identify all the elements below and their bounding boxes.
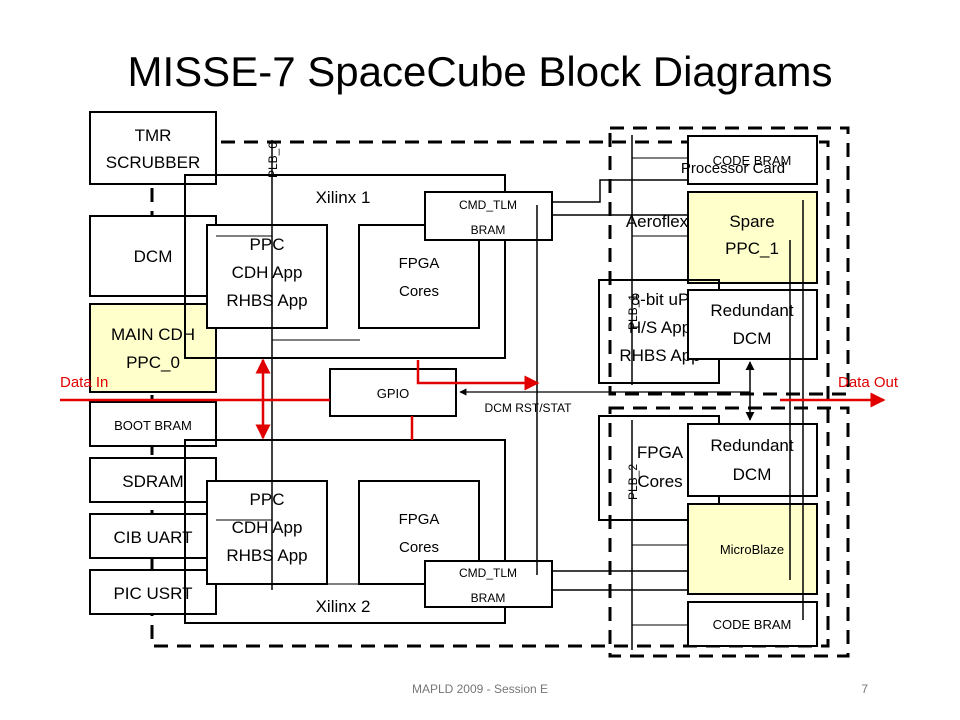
svg-text:BRAM: BRAM [471, 223, 506, 237]
cmd-tlm1-wire-a [552, 179, 690, 203]
svg-text:FPGA: FPGA [399, 255, 440, 272]
processor-card-label: Processor Card [681, 160, 785, 177]
svg-text:CIB UART: CIB UART [113, 528, 192, 547]
svg-text:MAIN CDH: MAIN CDH [111, 325, 195, 344]
svg-text:SCRUBBER: SCRUBBER [106, 153, 200, 172]
xilinx2-cmd-tlm-box: CMD_TLM BRAM [424, 560, 553, 608]
redundant-dcm-top-box: Redundant DCM [687, 289, 818, 360]
code-bram-top-box: CODE BRAM [687, 135, 818, 185]
xilinx1-cmd-tlm-box: CMD_TLM BRAM [424, 191, 553, 241]
microblaze-box: MicroBlaze [687, 503, 818, 595]
xilinx2-ppc-box: PPC CDH App RHBS App [206, 480, 328, 585]
code-bram-bottom-box: CODE BRAM [687, 601, 818, 647]
svg-text:PPC_0: PPC_0 [126, 353, 180, 372]
svg-text:Cores: Cores [399, 283, 439, 300]
processor-card-boundary-top [608, 126, 850, 396]
svg-text:Redundant: Redundant [710, 301, 793, 320]
svg-text:CMD_TLM: CMD_TLM [459, 198, 517, 212]
xilinx1-box [184, 174, 506, 359]
svg-text:GPIO: GPIO [377, 386, 410, 401]
xilinx1-ppc-box: PPC CDH App RHBS App [206, 224, 328, 329]
svg-text:PPC: PPC [250, 490, 285, 509]
svg-text:CDH App: CDH App [232, 263, 303, 282]
main-cdh-box: MAIN CDH PPC_0 [89, 303, 217, 393]
svg-text:MicroBlaze: MicroBlaze [720, 542, 784, 557]
footer-session: MAPLD 2009 - Session E [412, 682, 548, 696]
left-dashed-boundary [150, 140, 830, 648]
spare-ppc1-box: Spare PPC_1 [687, 191, 818, 284]
svg-text:BOOT BRAM: BOOT BRAM [114, 418, 192, 433]
svg-text:DCM: DCM [134, 247, 173, 266]
svg-text:BRAM: BRAM [471, 591, 506, 605]
data-out-label: Data Out [838, 374, 899, 391]
svg-text:CDH App: CDH App [232, 518, 303, 537]
svg-text:Spare: Spare [729, 212, 774, 231]
gpio-box: GPIO [329, 368, 457, 417]
svg-text:DCM: DCM [733, 329, 772, 348]
svg-text:8-bit uP: 8-bit uP [631, 290, 690, 309]
dcm-rst-label: DCM RST/STAT [485, 401, 573, 415]
svg-text:RHBS App: RHBS App [226, 291, 307, 310]
plb0-label: PLB_0 [266, 142, 280, 178]
data-in-label: Data In [60, 374, 108, 391]
sdram-box: SDRAM [89, 457, 217, 503]
slide-title: MISSE-7 SpaceCube Block Diagrams [128, 48, 833, 95]
svg-text:CMD_TLM: CMD_TLM [459, 566, 517, 580]
svg-text:Redundant: Redundant [710, 436, 793, 455]
pic-usrt-box: PIC USRT [89, 569, 217, 615]
svg-text:CODE BRAM: CODE BRAM [713, 617, 792, 632]
svg-text:PPC_1: PPC_1 [725, 239, 779, 258]
svg-text:H/S App: H/S App [629, 318, 691, 337]
svg-text:Cores: Cores [399, 539, 439, 556]
plb1-label: PLB_1 [626, 294, 640, 330]
svg-text:RHBS App: RHBS App [619, 346, 700, 365]
aeroflex-label: Aeroflex [626, 212, 689, 231]
gpio-red-link [416, 360, 540, 391]
redundant-dcm-bottom-box: Redundant DCM [687, 423, 818, 497]
xilinx2-label: Xilinx 2 [316, 597, 371, 616]
processor-card-boundary-bottom [608, 406, 850, 658]
xilinx1-fpga-box: FPGA Cores [358, 224, 480, 329]
cib-uart-box: CIB UART [89, 513, 217, 559]
boot-bram-box: BOOT BRAM [89, 401, 217, 447]
svg-text:FPGA: FPGA [399, 511, 440, 528]
svg-text:DCM: DCM [733, 465, 772, 484]
svg-text:CODE BRAM: CODE BRAM [713, 153, 792, 168]
xilinx2-box [184, 439, 506, 624]
svg-text:PIC USRT: PIC USRT [113, 584, 192, 603]
svg-text:RHBS App: RHBS App [226, 546, 307, 565]
footer-page-number: 7 [861, 682, 868, 696]
svg-text:FPGA: FPGA [637, 443, 684, 462]
xilinx1-label: Xilinx 1 [316, 188, 371, 207]
svg-text:TMR: TMR [135, 126, 172, 145]
svg-text:Cores: Cores [637, 472, 682, 491]
tmr-scrubber-box: TMR SCRUBBER [89, 111, 217, 185]
proc-fpga-box: FPGA Cores [598, 415, 720, 521]
dcm-box: DCM [89, 215, 217, 297]
svg-text:SDRAM: SDRAM [122, 472, 183, 491]
svg-text:PPC: PPC [250, 235, 285, 254]
plb2-label: PLB_2 [626, 464, 640, 500]
